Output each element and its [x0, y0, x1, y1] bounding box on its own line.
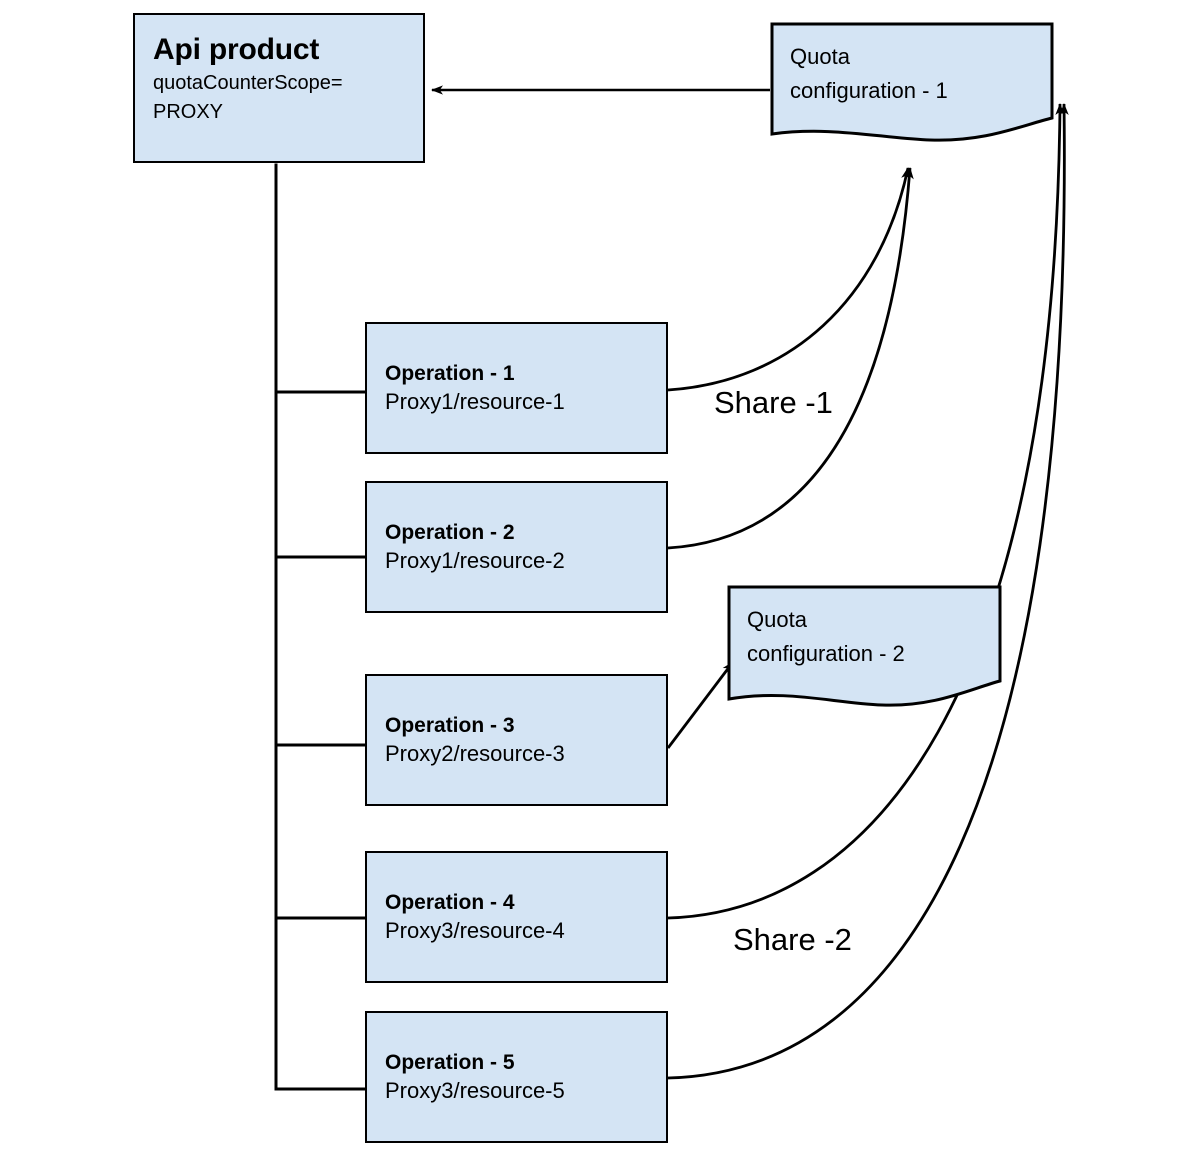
edge-label-share-1: Share -1	[714, 385, 833, 420]
operation-4-subtitle: Proxy3/resource-4	[385, 918, 565, 943]
node-operation-1[interactable]: Operation - 1 Proxy1/resource-1	[365, 322, 668, 454]
document-shape-quota-1	[770, 22, 1054, 148]
connector-operation-3-to-quota2	[666, 661, 735, 749]
node-operation-3[interactable]: Operation - 3 Proxy2/resource-3	[365, 674, 668, 806]
edge-label-share-2: Share -2	[733, 922, 852, 957]
quota-2-text: Quota configuration - 2	[727, 585, 1002, 671]
operation-5-subtitle: Proxy3/resource-5	[385, 1078, 565, 1103]
node-operation-4[interactable]: Operation - 4 Proxy3/resource-4	[365, 851, 668, 983]
connector-operation-5-to-quota1	[667, 103, 1069, 1080]
operation-3-title: Operation - 3	[385, 714, 515, 737]
node-operation-2[interactable]: Operation - 2 Proxy1/resource-2	[365, 481, 668, 613]
node-quota-configuration-2[interactable]: Quota configuration - 2	[727, 585, 1002, 713]
quota-1-line-1: Quota	[790, 44, 850, 69]
quota-1-text: Quota configuration - 1	[770, 22, 1054, 108]
operation-1-title: Operation - 1	[385, 362, 515, 385]
operation-2-subtitle: Proxy1/resource-2	[385, 548, 565, 573]
operation-2-title: Operation - 2	[385, 521, 515, 544]
operation-4-title: Operation - 4	[385, 891, 515, 914]
operation-1-subtitle: Proxy1/resource-1	[385, 389, 565, 414]
connector-operation-4-to-quota1	[667, 103, 1065, 920]
api-product-title: Api product	[153, 33, 320, 66]
connector-operation-1-to-quota1	[667, 167, 911, 392]
node-quota-configuration-1[interactable]: Quota configuration - 1	[770, 22, 1054, 148]
quota-1-line-2: configuration - 1	[790, 78, 948, 103]
operation-3-subtitle: Proxy2/resource-3	[385, 741, 565, 766]
connector-operation-2-to-quota1	[667, 167, 914, 550]
quota-2-line-1: Quota	[747, 607, 807, 632]
node-operation-5[interactable]: Operation - 5 Proxy3/resource-5	[365, 1011, 668, 1143]
quota-2-line-2: configuration - 2	[747, 641, 905, 666]
api-product-attribute-line-2: PROXY	[153, 101, 224, 123]
operation-5-title: Operation - 5	[385, 1051, 515, 1074]
document-shape-quota-2	[727, 585, 1002, 713]
node-api-product[interactable]: Api product quotaCounterScope= PROXY	[133, 13, 425, 163]
api-product-attribute-line-1: quotaCounterScope=	[153, 72, 343, 94]
